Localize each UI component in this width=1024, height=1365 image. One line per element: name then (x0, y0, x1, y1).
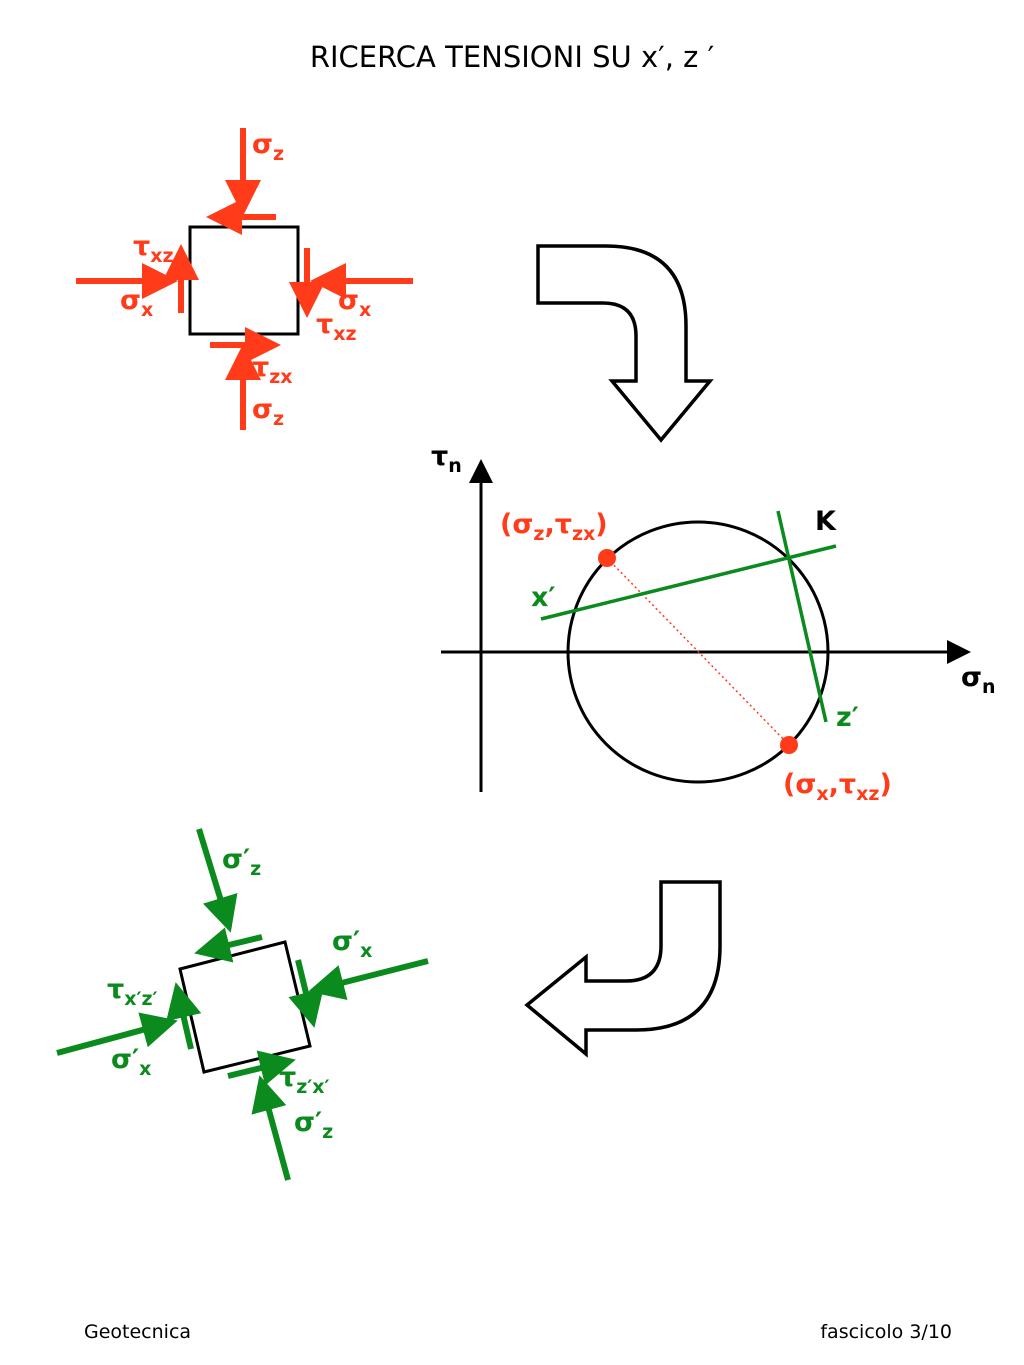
sigma-prime-x-left-arrow (56, 1012, 178, 1056)
sigma-prime-z-top-arrow (196, 828, 238, 933)
tau-prime-xz-left-arrow (166, 982, 202, 1050)
label-tau-xz-left: τxz (133, 231, 174, 267)
rotated-element-square (178, 940, 312, 1074)
label-axis-sigma: σn (961, 662, 996, 698)
sigma-prime-x-right-arrow (308, 958, 429, 1001)
point-sigma-x-tau-xz (780, 736, 798, 754)
sigma-prime-z-bottom-arrow (251, 1075, 291, 1181)
mohr-diameter (606, 557, 790, 746)
original-element-square (188, 225, 300, 336)
label-sigma-x-left: σx (120, 285, 153, 321)
stress-diagram: σz τxz σx σx τxz τzx σz τn σn K x′ z′ (σ… (56, 128, 996, 1181)
curved-arrow-left (524, 880, 722, 1058)
mohr-circle-plot: τn σn K x′ z′ (σz,τzx) (σx,τxz) (431, 441, 996, 805)
label-sigma-prime-z-top: σ′z (222, 844, 261, 880)
label-tau-xz-right: τxz (316, 309, 357, 345)
footer-course: Geotecnica (84, 1321, 192, 1343)
label-sigma-prime-x-right: σ′x (332, 926, 372, 962)
z-prime-line (776, 510, 828, 723)
label-x-prime: x′ (531, 582, 556, 613)
label-sigma-z-bottom: σz (252, 394, 284, 430)
tau-prime-top-arrow (194, 927, 263, 963)
label-sigma-prime-z-bottom: σ′z (294, 1107, 333, 1143)
label-sigma-x-right: σx (338, 285, 371, 321)
label-K: K (815, 506, 837, 537)
rotated-element-group: σ′z σ′x τx′z′ σ′x τz′x′ σ′z (56, 828, 429, 1181)
tau-prime-right-arrow (288, 959, 324, 1028)
label-tau-zx-bottom: τzx (252, 352, 293, 388)
label-sigma-z-top: σz (252, 129, 284, 165)
label-point-top: (σz,τzx) (500, 509, 608, 545)
original-element-group: σz τxz σx σx τxz τzx σz (76, 128, 413, 430)
label-point-bottom: (σx,τxz) (783, 769, 892, 805)
label-z-prime: z′ (836, 702, 859, 733)
label-axis-tau: τn (431, 441, 462, 477)
tau-prime-zx-bottom-arrow (227, 1050, 296, 1086)
mohr-circle (566, 520, 830, 784)
label-tau-prime-xz-left: τx′z′ (107, 974, 158, 1010)
page-title: RICERCA TENSIONI SU x′, z ′ (309, 40, 715, 74)
x-prime-line (540, 544, 837, 621)
label-sigma-prime-x-left: σ′x (111, 1044, 151, 1080)
point-sigma-z-tau-zx (598, 549, 616, 567)
curved-arrow-down (536, 244, 714, 443)
label-tau-prime-zx-bottom: τz′x′ (279, 1062, 330, 1098)
footer-page-number: fascicolo 3/10 (820, 1321, 952, 1343)
